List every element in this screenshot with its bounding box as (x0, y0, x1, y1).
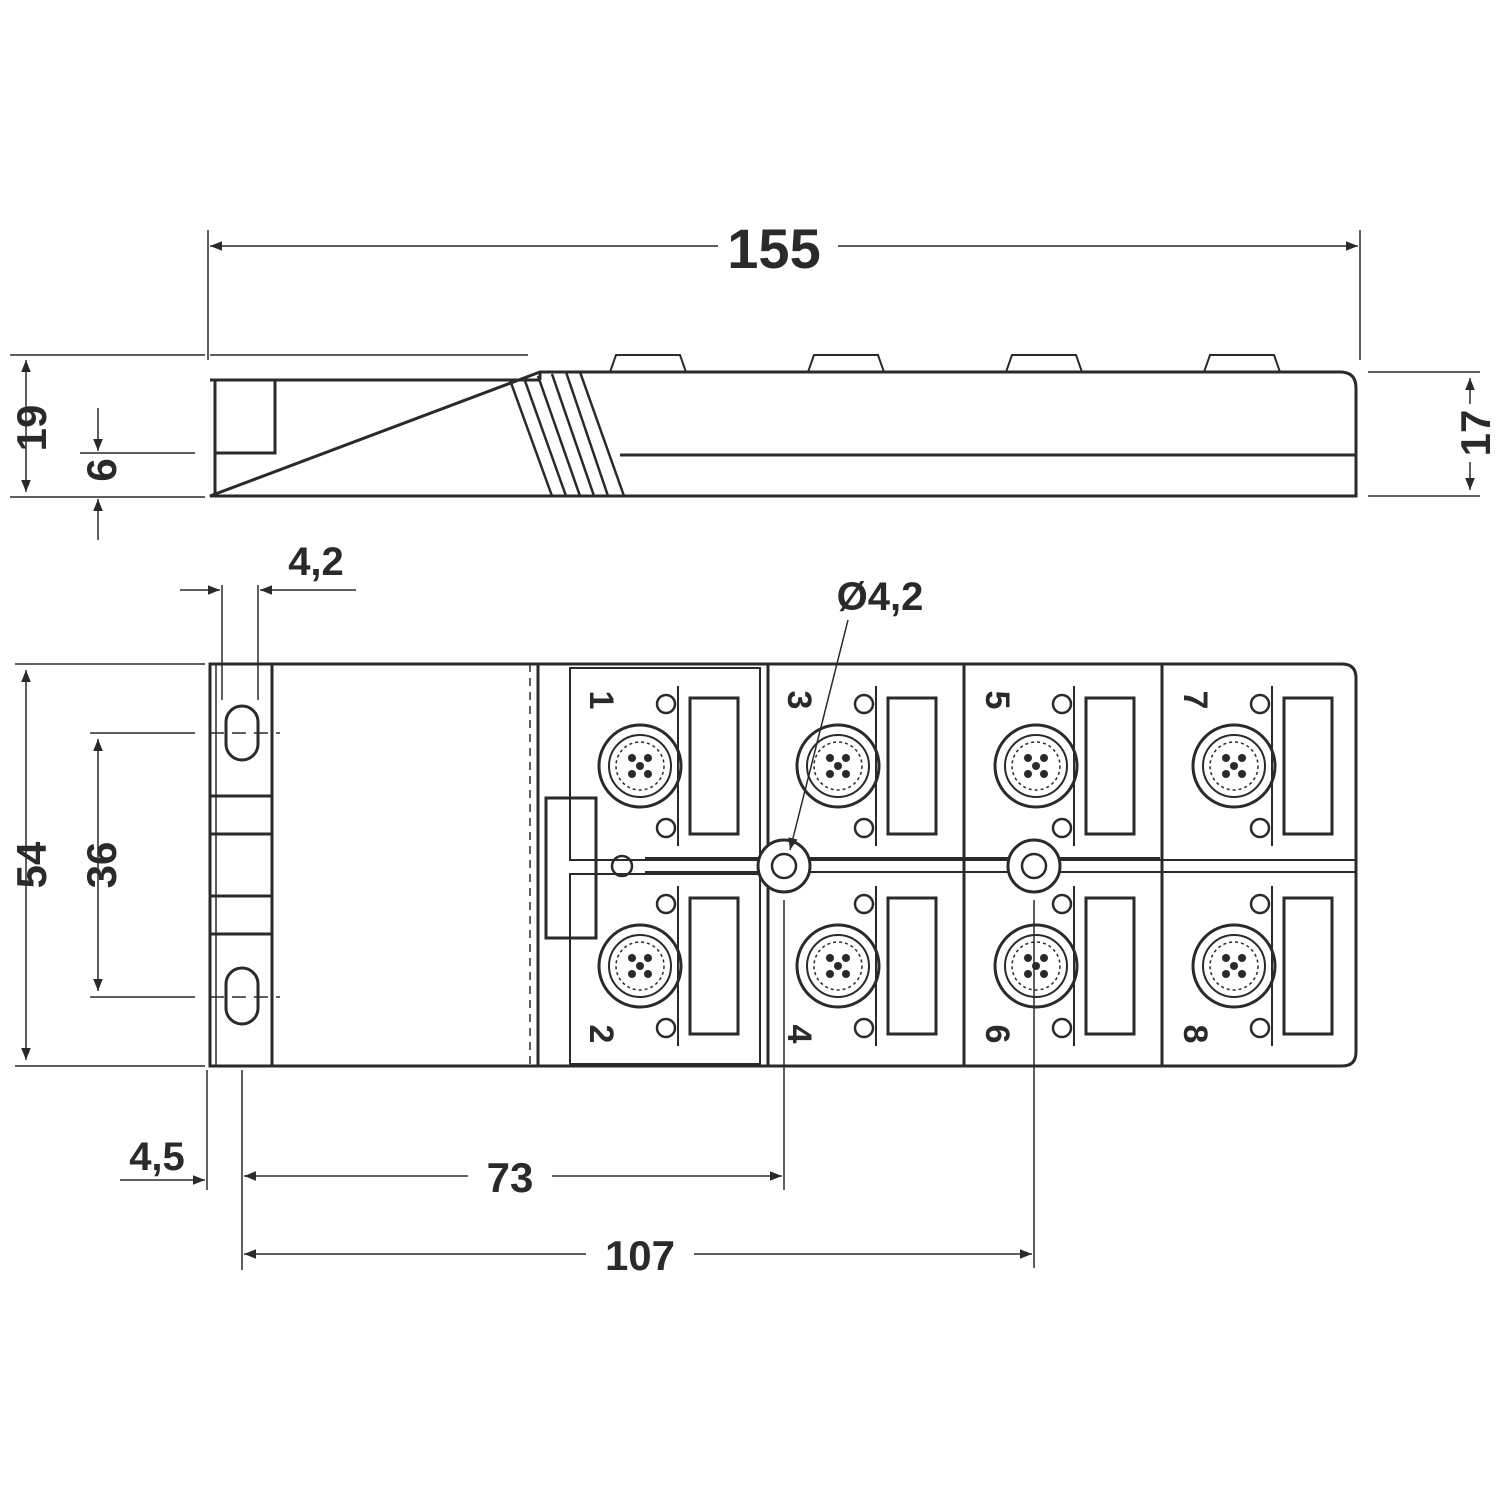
top-view: 1 3 5 7 2 4 6 (208, 662, 1358, 1068)
port-6: 6 (978, 884, 1136, 1048)
dim-base-height: 6 (78, 458, 125, 481)
dimension-17: 17 (1368, 371, 1499, 497)
dimension-73: 73 (244, 900, 785, 1201)
port-number: 1 (582, 691, 620, 710)
dimension-19: 19 (8, 354, 205, 498)
dim-hole-diameter: Ø4,2 (837, 575, 924, 619)
dim-slot-width: 4,2 (288, 540, 344, 584)
dim-height-body: 17 (1452, 410, 1499, 457)
dim-edge-offset: 4,5 (129, 1135, 185, 1179)
dim-hole2-position: 107 (605, 1232, 675, 1279)
port-number: 2 (582, 1025, 620, 1044)
port-number: 5 (978, 691, 1016, 710)
side-hatch (508, 371, 626, 497)
mounting-hole-2 (1006, 838, 1062, 894)
dim-hole-spacing: 36 (78, 842, 125, 889)
mounting-hole-1 (756, 838, 812, 894)
dimension-4-2: 4,2 (180, 540, 356, 700)
dimension-diameter: Ø4,2 (788, 575, 924, 851)
port-4: 4 (780, 884, 938, 1048)
dimension-6: 6 (78, 408, 195, 540)
dim-hole1-position: 73 (487, 1154, 534, 1201)
status-led (610, 854, 634, 878)
port-1: 1 (582, 684, 740, 848)
mounting-lug (213, 378, 277, 455)
dim-total-length: 155 (727, 217, 820, 280)
port-number: 7 (1176, 691, 1214, 710)
dim-overall-width: 54 (8, 841, 55, 888)
dimension-36: 36 (78, 732, 280, 998)
mounting-slot-lower (224, 966, 260, 1026)
dimension-54: 54 (8, 663, 205, 1067)
port-3: 3 (780, 684, 938, 848)
dimension-155: 155 (207, 217, 1361, 360)
side-view-outline (209, 370, 1358, 498)
dim-height-overall: 19 (8, 405, 55, 452)
port-5: 5 (978, 684, 1136, 848)
port-number: 3 (780, 691, 818, 710)
dimension-4-5: 4,5 (120, 1070, 243, 1270)
port-number: 8 (1176, 1025, 1214, 1044)
port-8: 8 (1176, 884, 1334, 1048)
port-number: 6 (978, 1025, 1016, 1044)
port-number: 4 (780, 1025, 818, 1044)
side-view (209, 354, 1358, 498)
port-2: 2 (582, 884, 740, 1048)
side-connector-tops (609, 354, 1281, 373)
dimension-107: 107 (244, 900, 1035, 1279)
top-view-outline (208, 662, 1358, 1068)
port-7: 7 (1176, 684, 1334, 848)
